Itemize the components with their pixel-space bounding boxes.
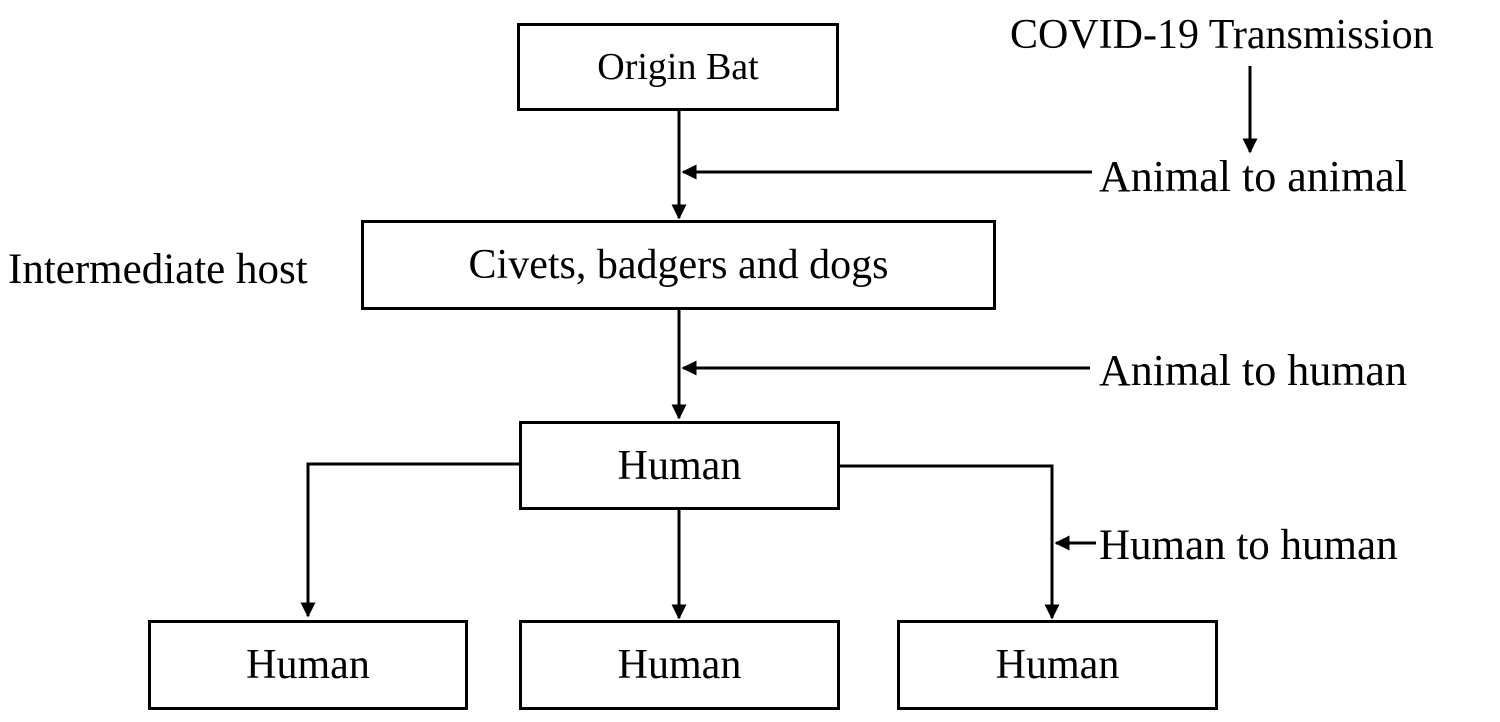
origin-bat-box: Origin Bat xyxy=(517,23,839,111)
intermediate-box: Civets, badgers and dogs xyxy=(361,220,996,310)
human-center-box: Human xyxy=(519,620,840,710)
intermediate-label: Civets, badgers and dogs xyxy=(468,242,889,288)
arrow-human-to-human-left xyxy=(300,462,519,618)
label-animal-to-human: Animal to human xyxy=(1099,346,1407,395)
human-left-label: Human xyxy=(246,642,370,688)
label-animal-to-animal: Animal to animal xyxy=(1099,152,1407,201)
label-human-to-human: Human to human xyxy=(1099,522,1398,569)
label-intermediate-host: Intermediate host xyxy=(8,246,308,293)
human-center-label: Human xyxy=(617,642,742,688)
human-main-box: Human xyxy=(519,421,840,510)
human-left-box: Human xyxy=(148,620,468,710)
human-right-box: Human xyxy=(897,620,1218,710)
diagram-title: COVID-19 Transmission xyxy=(1010,12,1434,58)
human-main-label: Human xyxy=(617,442,742,489)
origin-bat-label: Origin Bat xyxy=(597,46,759,88)
human-right-label: Human xyxy=(995,642,1120,688)
arrow-human-to-human-right xyxy=(840,464,1060,620)
